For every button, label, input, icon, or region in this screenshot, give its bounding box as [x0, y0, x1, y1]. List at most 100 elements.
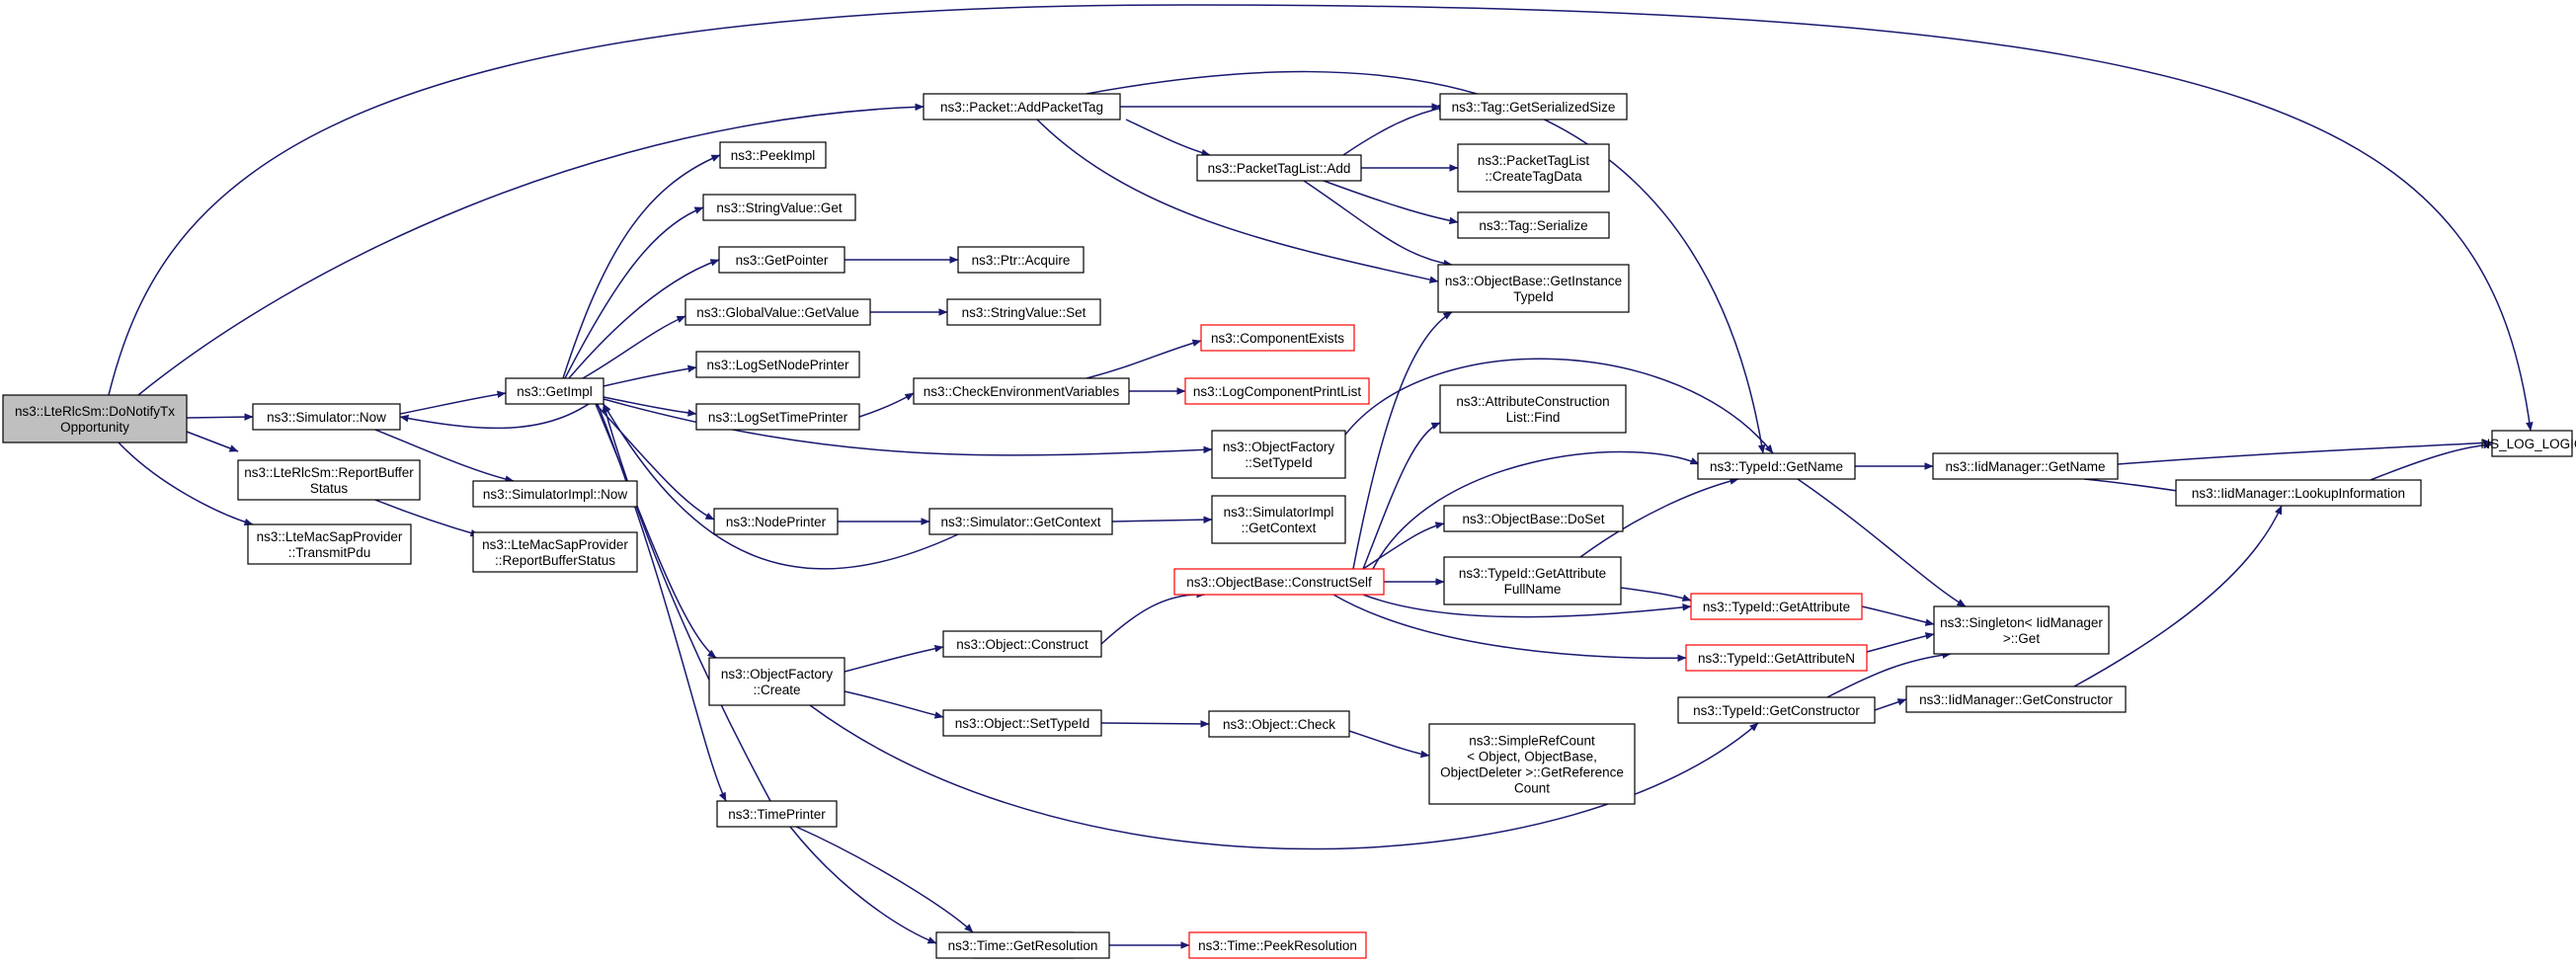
node-box[interactable]	[928, 508, 1113, 535]
node-box[interactable]	[942, 630, 1102, 658]
node-iidgetctor[interactable]: ns3::IidManager::GetConstructor	[1905, 685, 2127, 713]
node-transmitpdu[interactable]: ns3::LteMacSapProvider::TransmitPdu	[247, 523, 412, 565]
node-macsapreport[interactable]: ns3::LteMacSapProvider::ReportBufferStat…	[472, 531, 638, 573]
node-box[interactable]	[1211, 430, 1346, 479]
node-box[interactable]	[716, 800, 838, 828]
node-timepeekres[interactable]: ns3::Time::PeekResolution	[1188, 931, 1367, 959]
node-box[interactable]	[719, 141, 827, 169]
node-box[interactable]	[1173, 568, 1385, 596]
node-box[interactable]	[2, 394, 188, 443]
node-box[interactable]	[1685, 644, 1868, 672]
node-box[interactable]	[1196, 154, 1362, 182]
node-typeidgetattrn[interactable]: ns3::TypeId::GetAttributeN	[1685, 644, 1868, 672]
node-singletonget[interactable]: ns3::Singleton< IidManager>::Get	[1933, 605, 2110, 655]
node-box[interactable]	[695, 351, 860, 378]
node-nslog[interactable]: NS_LOG_LOGIC	[2480, 430, 2576, 457]
node-objconstruct[interactable]: ns3::Object::Construct	[942, 630, 1102, 658]
node-box[interactable]	[1439, 93, 1628, 120]
node-timegetres[interactable]: ns3::Time::GetResolution	[935, 931, 1110, 959]
node-box[interactable]	[1933, 605, 2110, 655]
node-box[interactable]	[913, 377, 1130, 405]
node-box[interactable]	[718, 246, 845, 274]
node-box[interactable]	[942, 709, 1102, 737]
node-box[interactable]	[946, 298, 1101, 326]
node-reportbuf[interactable]: ns3::LteRlcSm::ReportBufferStatus	[237, 459, 421, 501]
node-objsettypeid[interactable]: ns3::Object::SetTypeId	[942, 709, 1102, 737]
node-box[interactable]	[2491, 430, 2573, 457]
edge-getimpl-to-logsetnode	[603, 364, 697, 387]
node-box[interactable]	[695, 403, 860, 431]
node-box[interactable]	[1439, 384, 1627, 434]
node-typeidgetattr[interactable]: ns3::TypeId::GetAttribute	[1690, 593, 1863, 620]
node-box[interactable]	[684, 298, 871, 326]
node-createtagdata[interactable]: ns3::PacketTagList::CreateTagData	[1457, 143, 1610, 193]
node-box[interactable]	[1443, 556, 1622, 605]
node-checkenv[interactable]: ns3::CheckEnvironmentVariables	[913, 377, 1130, 405]
node-addpackettag[interactable]: ns3::Packet::AddPacketTag	[923, 93, 1121, 120]
node-box[interactable]	[1690, 593, 1863, 620]
node-simnow[interactable]: ns3::Simulator::Now	[252, 403, 401, 431]
node-typeidgetname[interactable]: ns3::TypeId::GetName	[1697, 452, 1856, 480]
node-nodeprinter[interactable]: ns3::NodePrinter	[713, 508, 839, 535]
node-stringvalueset[interactable]: ns3::StringValue::Set	[946, 298, 1101, 326]
node-box[interactable]	[1200, 324, 1355, 352]
node-box[interactable]	[1184, 377, 1370, 405]
node-logsetnode[interactable]: ns3::LogSetNodePrinter	[695, 351, 860, 378]
node-simplerefcount[interactable]: ns3::SimpleRefCount< Object, ObjectBase,…	[1428, 723, 1636, 805]
node-box[interactable]	[1211, 495, 1346, 544]
node-objfactcreate[interactable]: ns3::ObjectFactory::Create	[708, 657, 845, 706]
node-taggetser[interactable]: ns3::Tag::GetSerializedSize	[1439, 93, 1628, 120]
node-box[interactable]	[1932, 452, 2119, 480]
node-box[interactable]	[1697, 452, 1856, 480]
node-box[interactable]	[237, 459, 421, 501]
node-box[interactable]	[1437, 264, 1630, 313]
node-timeprinter[interactable]: ns3::TimePrinter	[716, 800, 838, 828]
node-box[interactable]	[1905, 685, 2127, 713]
node-box[interactable]	[957, 246, 1085, 274]
node-objbasedoset[interactable]: ns3::ObjectBase::DoSet	[1443, 505, 1624, 532]
node-logcompprint[interactable]: ns3::LogComponentPrintList	[1184, 377, 1370, 405]
node-box[interactable]	[2175, 479, 2422, 507]
node-tagserialize[interactable]: ns3::Tag::Serialize	[1457, 211, 1610, 239]
node-objcheck[interactable]: ns3::Object::Check	[1208, 710, 1350, 738]
node-box[interactable]	[1443, 505, 1624, 532]
node-box[interactable]	[1208, 710, 1350, 738]
node-box[interactable]	[1457, 143, 1610, 193]
node-stringvalueget[interactable]: ns3::StringValue::Get	[702, 194, 856, 221]
node-box[interactable]	[1457, 211, 1610, 239]
node-simimplnow[interactable]: ns3::SimulatorImpl::Now	[472, 480, 638, 508]
node-getpointer[interactable]: ns3::GetPointer	[718, 246, 845, 274]
node-box[interactable]	[935, 931, 1110, 959]
node-typeidgetctor[interactable]: ns3::TypeId::GetConstructor	[1677, 696, 1876, 724]
node-globalvalue[interactable]: ns3::GlobalValue::GetValue	[684, 298, 871, 326]
node-box[interactable]	[1188, 931, 1367, 959]
node-simgetcontext[interactable]: ns3::Simulator::GetContext	[928, 508, 1113, 535]
node-label: ns3::PacketTagList	[1478, 153, 1590, 168]
node-box[interactable]	[1677, 696, 1876, 724]
node-getimpl[interactable]: ns3::GetImpl	[505, 377, 604, 405]
node-iidgetname[interactable]: ns3::IidManager::GetName	[1932, 452, 2119, 480]
node-iidlookup[interactable]: ns3::IidManager::LookupInformation	[2175, 479, 2422, 507]
node-simimplgetcontext[interactable]: ns3::SimulatorImpl::GetContext	[1211, 495, 1346, 544]
node-box[interactable]	[713, 508, 839, 535]
node-box[interactable]	[247, 523, 412, 565]
node-box[interactable]	[505, 377, 604, 405]
node-compexists[interactable]: ns3::ComponentExists	[1200, 324, 1355, 352]
node-box[interactable]	[702, 194, 856, 221]
node-box[interactable]	[252, 403, 401, 431]
node-box[interactable]	[472, 480, 638, 508]
node-box[interactable]	[708, 657, 845, 706]
node-box[interactable]	[472, 531, 638, 573]
node-logsettime[interactable]: ns3::LogSetTimePrinter	[695, 403, 860, 431]
node-packettagadd[interactable]: ns3::PacketTagList::Add	[1196, 154, 1362, 182]
node-constructself[interactable]: ns3::ObjectBase::ConstructSelf	[1173, 568, 1385, 596]
node-peekimpl[interactable]: ns3::PeekImpl	[719, 141, 827, 169]
node-box[interactable]	[923, 93, 1121, 120]
node-objfactsettypeid[interactable]: ns3::ObjectFactory::SetTypeId	[1211, 430, 1346, 479]
node-box[interactable]	[1428, 723, 1636, 805]
node-ptracquire[interactable]: ns3::Ptr::Acquire	[957, 246, 1085, 274]
